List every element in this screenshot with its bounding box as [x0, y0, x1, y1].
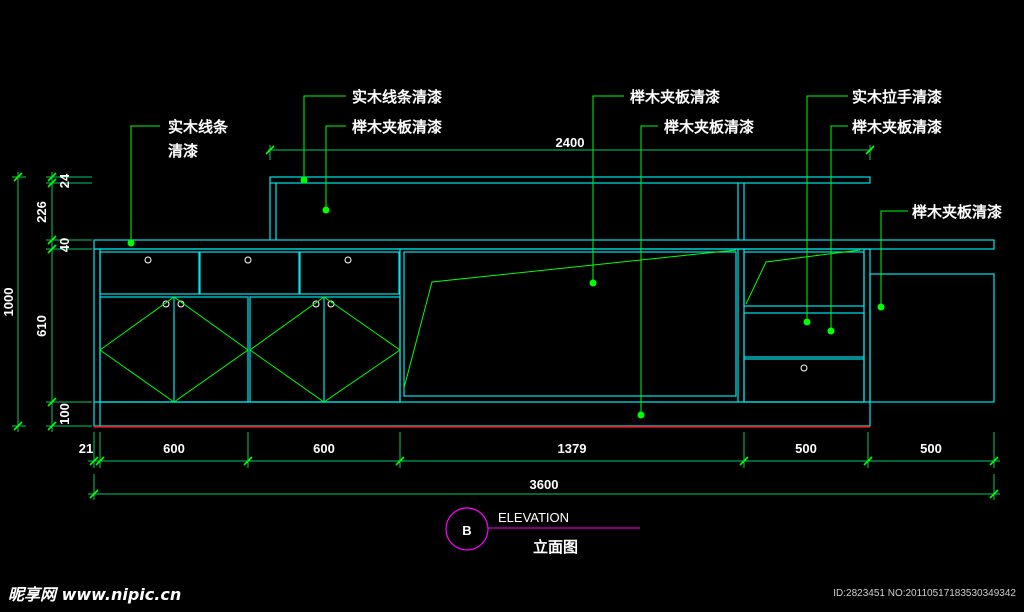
dim-vertical-total: 1000	[1, 288, 16, 317]
watermark-brand: 昵享网 www.nipic.cn	[8, 585, 181, 604]
callout-beech-plywood-2: 榉木夹板清漆	[630, 88, 720, 106]
title-cn: 立面图	[533, 538, 578, 556]
cabinet-outline	[93, 176, 995, 427]
dim-h-500a: 500	[795, 441, 817, 456]
dim-v-40: 40	[57, 238, 72, 252]
dim-h-600a: 600	[163, 441, 185, 456]
handle-icon	[312, 300, 320, 308]
dim-h-1379: 1379	[558, 441, 587, 456]
section-marker-letter: B	[462, 523, 471, 538]
watermark-bar	[0, 576, 1024, 612]
dimension-ticks	[13, 145, 999, 499]
callout-solid-molding-top: 实木线条清漆	[352, 88, 442, 106]
drawer-2	[199, 251, 300, 295]
dim-overall: 3600	[530, 477, 559, 492]
door-group-2	[249, 296, 401, 403]
countertop	[93, 239, 995, 250]
section-marker-icon	[445, 507, 489, 551]
dim-v-100: 100	[57, 403, 72, 425]
far-right-cabinet	[869, 273, 995, 403]
callout-beech-plywood-right: 榉木夹板清漆	[912, 203, 1002, 221]
dim-top-span: 2400	[556, 135, 585, 150]
handle-icon	[800, 364, 808, 372]
handle-icon	[144, 256, 152, 264]
drawer-3	[299, 251, 400, 295]
door-diagonals	[99, 249, 861, 403]
right-drawer-1	[743, 312, 865, 358]
leader-dots	[127, 176, 885, 419]
callout-solid-molding-left-1: 实木线条	[168, 118, 229, 136]
callout-solid-handle: 实木拉手清漆	[852, 88, 942, 106]
middle-panel	[403, 251, 737, 397]
drawer-1	[99, 251, 200, 295]
callout-beech-plywood-1: 榉木夹板清漆	[352, 118, 442, 136]
right-open-niche	[743, 251, 865, 307]
dim-h-600b: 600	[313, 441, 335, 456]
dim-v-610: 610	[34, 315, 49, 337]
leader-lines	[130, 95, 908, 415]
handle-icon	[344, 256, 352, 264]
handle-icon	[162, 300, 170, 308]
handles	[144, 256, 808, 372]
upper-shelf	[269, 176, 871, 184]
dim-h-21: 21	[79, 441, 93, 456]
title-block: B ELEVATION 立面图	[445, 507, 640, 556]
handle-icon	[244, 256, 252, 264]
callout-beech-plywood-3: 榉木夹板清漆	[664, 118, 754, 136]
callout-beech-plywood-4: 榉木夹板清漆	[852, 118, 942, 136]
dim-v-226: 226	[34, 201, 49, 223]
dimension-lines	[12, 145, 1000, 500]
callout-solid-molding-left-2: 清漆	[168, 142, 198, 160]
title-en: ELEVATION	[498, 510, 569, 525]
dim-h-500b: 500	[920, 441, 942, 456]
dim-v-24: 24	[57, 173, 72, 188]
watermark-id: ID:2823451 NO:20110517183530349342	[833, 588, 1016, 599]
main-body	[93, 248, 871, 427]
